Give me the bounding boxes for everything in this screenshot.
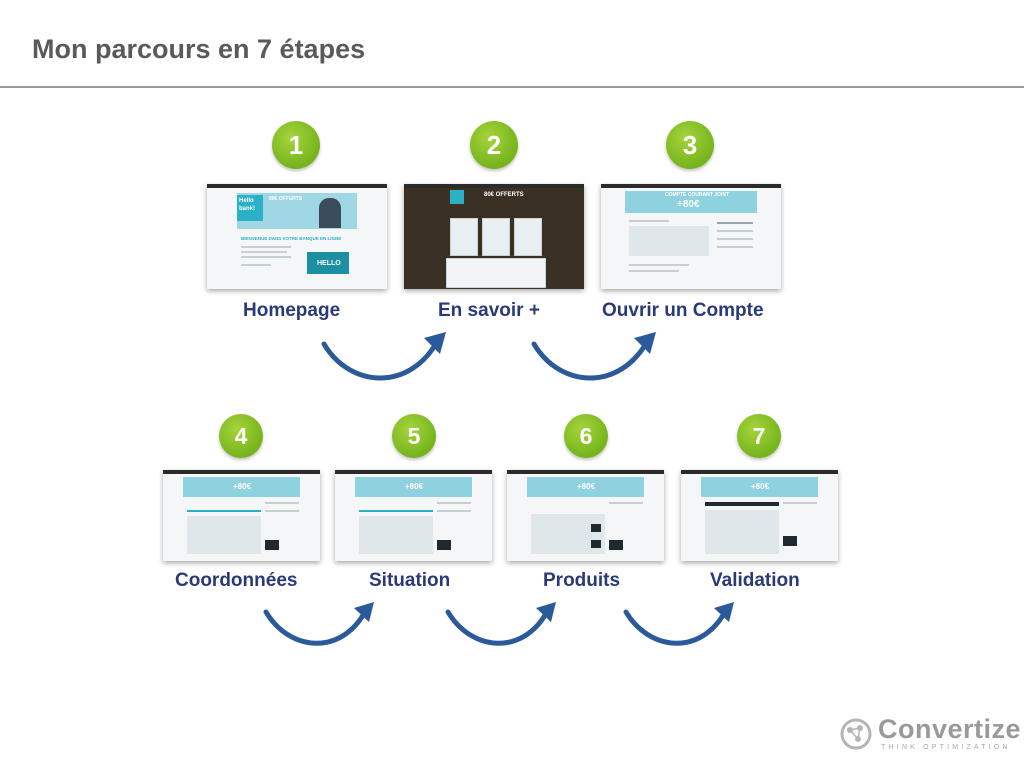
arrow-icon-2-3 <box>531 332 656 381</box>
slide-title: Mon parcours en 7 étapes <box>32 34 366 64</box>
thumb-top-bar <box>335 470 492 474</box>
step-thumbnail-coordonnees[interactable]: +80€ <box>163 470 320 561</box>
thumb-headline: COMPTE COURANT JOINT <box>665 192 729 198</box>
thumb-amount: +80€ <box>405 482 424 491</box>
thumb-video <box>307 252 349 274</box>
step-badge-2: 2 <box>470 121 518 169</box>
thumb-top-bar <box>681 470 838 474</box>
convertize-logo: Convertize THINK OPTIMIZATION <box>838 712 1021 758</box>
thumb-amount: +80€ <box>751 482 770 491</box>
brain-icon <box>840 718 872 750</box>
step-label-produits: Produits <box>543 570 621 591</box>
thumb-hero <box>527 477 644 497</box>
step-badge-4: 4 <box>219 414 263 458</box>
thumb-top-bar <box>404 184 584 188</box>
step-badge-1: 1 <box>272 121 320 169</box>
step-badge-7: 7 <box>737 414 781 458</box>
step-label-en-savoir: En savoir + <box>438 300 540 321</box>
step-label-homepage: Homepage <box>243 300 341 321</box>
thumb-amount: +80€ <box>577 482 596 491</box>
step-thumbnail-validation[interactable]: +80€ <box>681 470 838 561</box>
step-label-validation: Validation <box>710 570 800 591</box>
thumb-top-bar <box>163 470 320 474</box>
thumb-hero <box>701 477 818 497</box>
thumb-top-bar <box>601 184 781 188</box>
title-divider <box>0 86 1024 88</box>
thumb-top-bar <box>207 184 387 188</box>
thumb-welcome: BIENVENUE DANS VOTRE BANQUE EN LIGNE <box>241 236 342 241</box>
step-label-ouvrir-compte: Ouvrir un Compte <box>602 300 764 321</box>
step-label-coordonnees: Coordonnées <box>175 570 298 591</box>
thumb-hero <box>355 477 472 497</box>
step-thumbnail-ouvrir-compte[interactable]: COMPTE COURANT JOINT +80€ <box>601 184 781 289</box>
step-badge-3: 3 <box>666 121 714 169</box>
step-badge-5: 5 <box>392 414 436 458</box>
step-thumbnail-produits[interactable]: +80€ <box>507 470 664 561</box>
arrow-icon-6-7 <box>623 602 734 646</box>
thumb-video-text: HELLO <box>317 260 341 267</box>
step-thumbnail-homepage[interactable]: Hello bank! 80€ OFFERTS BIENVENUE DANS V… <box>207 184 387 289</box>
thumb-amount: +80€ <box>677 199 700 210</box>
step-label-situation: Situation <box>369 570 451 591</box>
thumb-logo <box>450 190 464 204</box>
logo-tagline: THINK OPTIMIZATION <box>881 744 1011 751</box>
thumb-headline: 80€ OFFERTS <box>269 196 303 202</box>
thumb-top-bar <box>507 470 664 474</box>
arrow-icon-5-6 <box>445 602 556 646</box>
step-thumbnail-en-savoir[interactable]: 80€ OFFERTS <box>404 184 584 289</box>
thumb-headline: 80€ OFFERTS <box>484 192 524 198</box>
step-badge-6: 6 <box>564 414 608 458</box>
thumb-couple-image <box>319 198 341 228</box>
thumb-amount: +80€ <box>233 482 252 491</box>
arrow-icon-1-2 <box>321 332 446 381</box>
thumb-logo: Hello bank! <box>237 195 263 221</box>
logo-name: Convertize <box>878 714 1022 744</box>
arrow-icon-4-5 <box>263 602 374 646</box>
step-thumbnail-situation[interactable]: +80€ <box>335 470 492 561</box>
thumb-hero <box>625 191 757 213</box>
thumb-hero <box>183 477 300 497</box>
